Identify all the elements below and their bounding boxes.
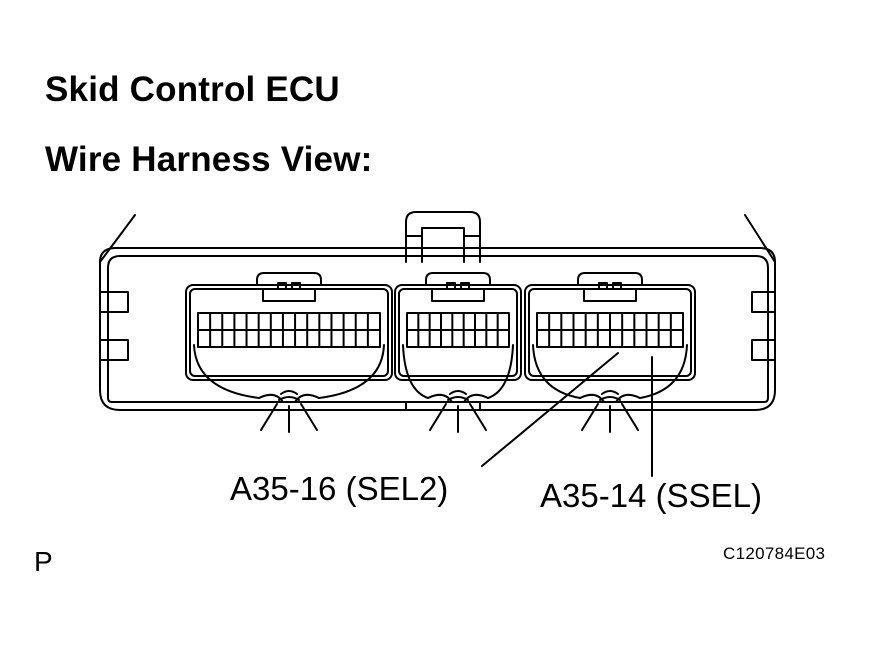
diagram-title: Skid Control ECU	[45, 70, 340, 109]
corner-letter: P	[34, 546, 53, 577]
callout-line-sel2	[481, 352, 619, 467]
connector-middle	[394, 272, 522, 433]
view-label: Wire Harness View:	[45, 140, 373, 179]
connector-left	[185, 272, 393, 433]
callout-label-ssel: A35-14 (SSEL)	[540, 477, 762, 514]
callout-label-sel2: A35-16 (SEL2)	[230, 470, 449, 507]
connector-right	[524, 272, 696, 433]
ecu-housing	[99, 211, 776, 411]
connector-blocks	[185, 272, 696, 433]
figure-code: C120784E03	[723, 544, 826, 563]
